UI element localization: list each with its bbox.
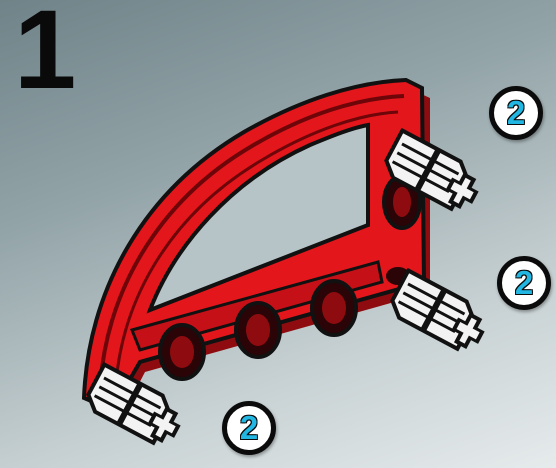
red-curved-beam [84, 80, 430, 420]
quantity-callout: 2 [497, 256, 551, 310]
connector-pin-right [387, 271, 493, 357]
quantity-callout: 2 [222, 401, 276, 455]
quantity-callout: 2 [489, 86, 543, 140]
